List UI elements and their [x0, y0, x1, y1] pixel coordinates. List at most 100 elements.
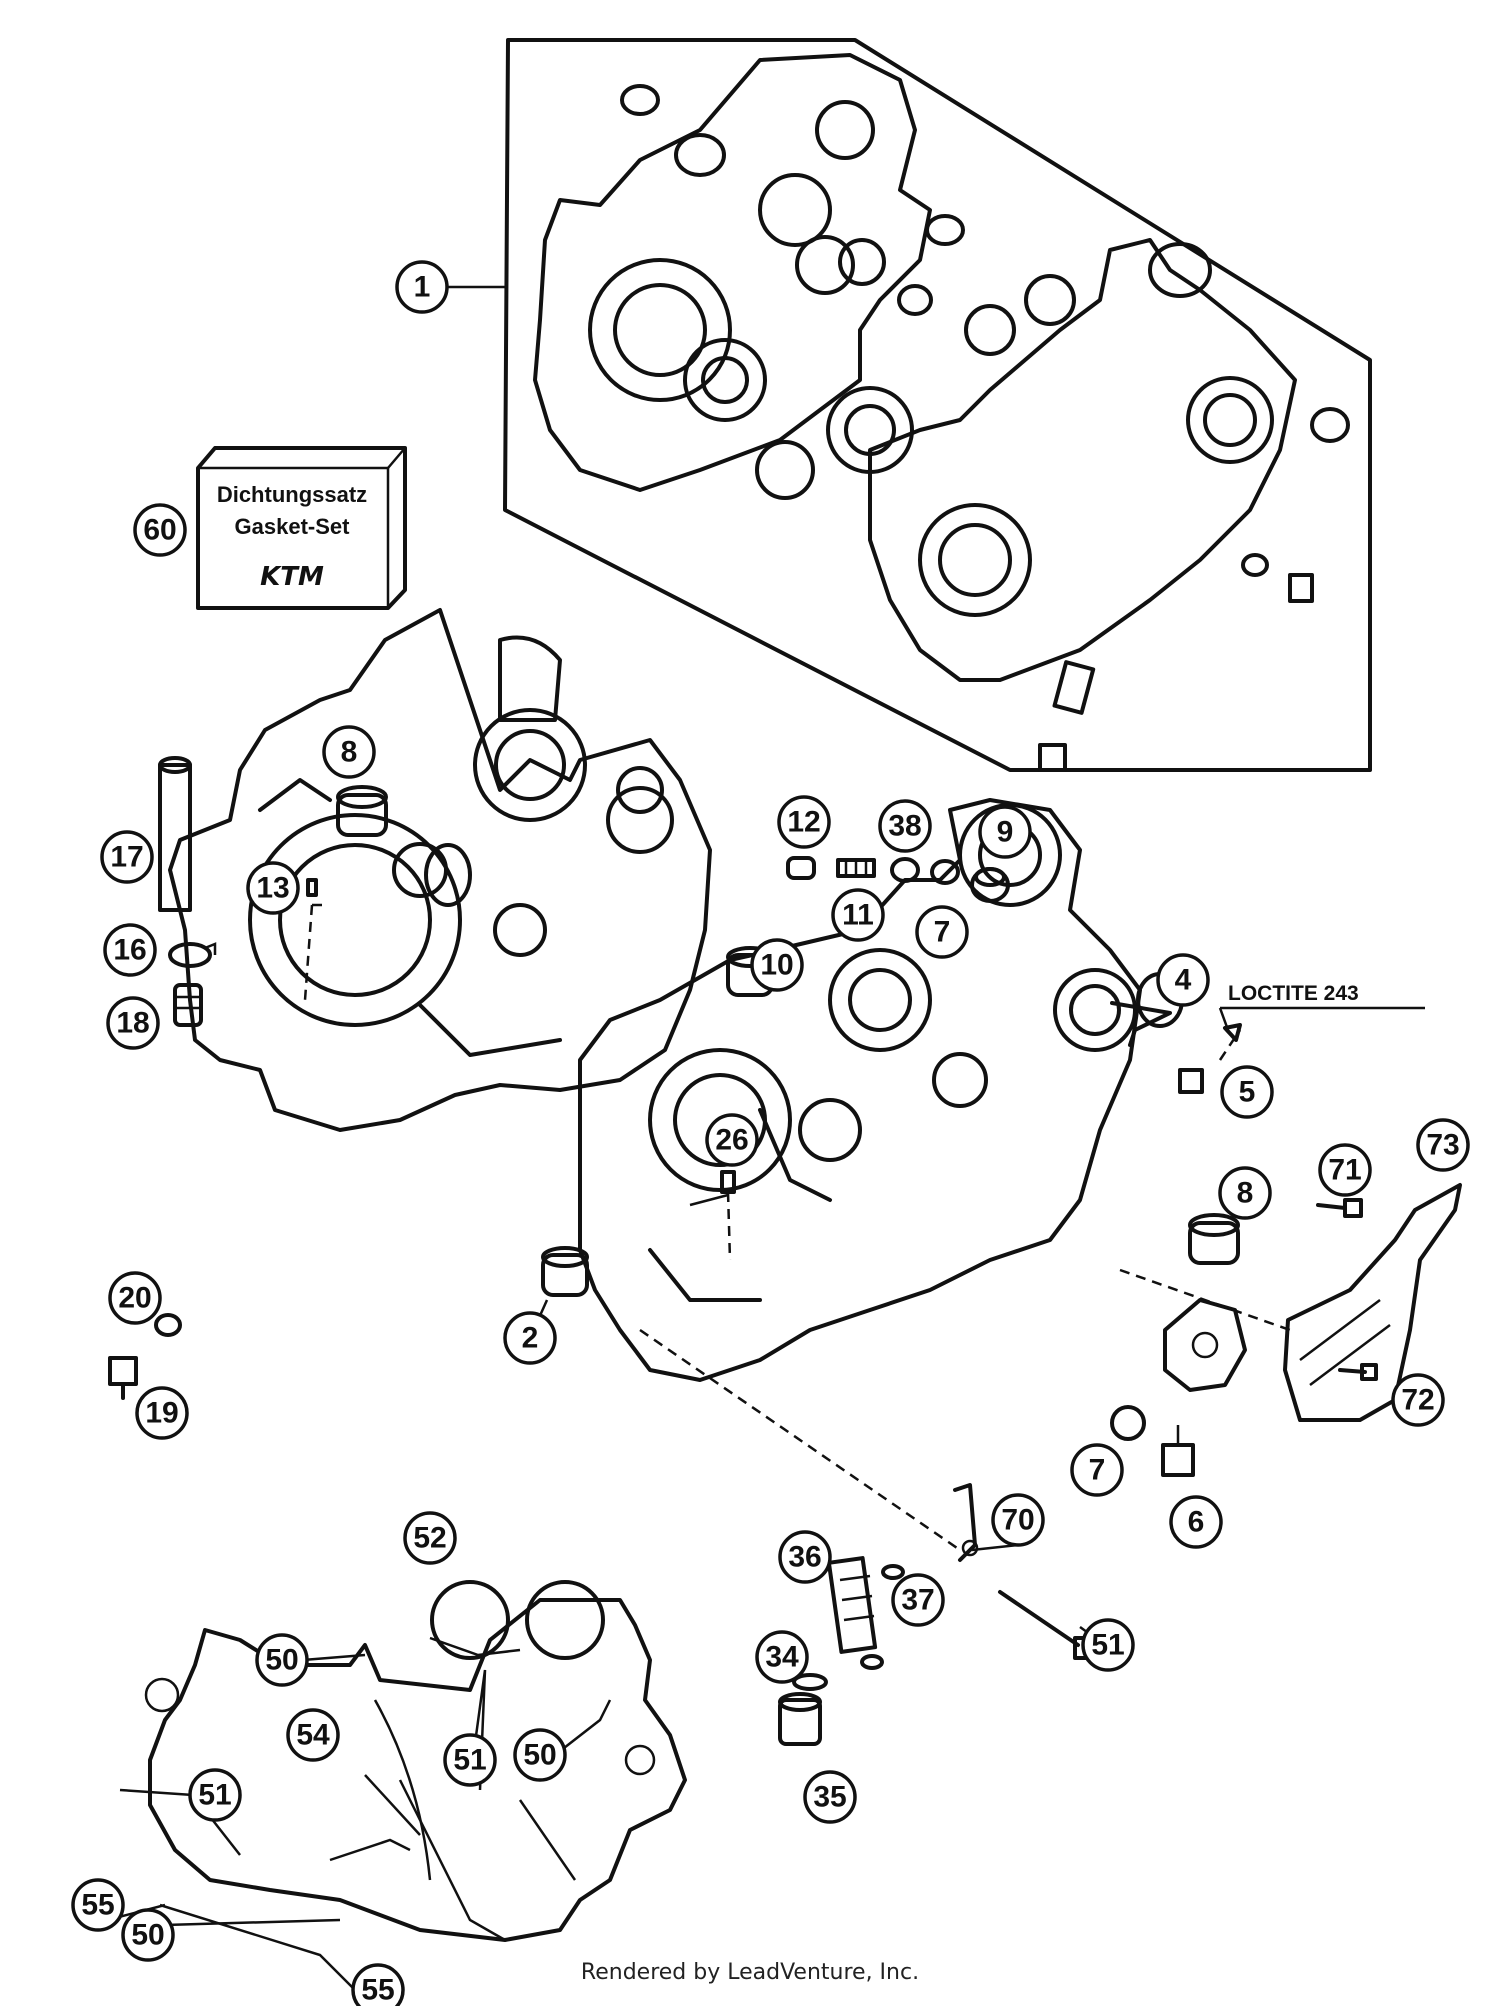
- svg-text:50: 50: [523, 1739, 556, 1772]
- svg-text:38: 38: [888, 810, 921, 843]
- tube-part-17: [158, 756, 192, 912]
- crankcase-assembly-frame: [503, 38, 1372, 772]
- svg-text:50: 50: [265, 1644, 298, 1677]
- callout-16: 16: [103, 923, 157, 977]
- callout-34: 34: [755, 1630, 809, 1684]
- bracket-part-70: [953, 1483, 979, 1562]
- svg-text:52: 52: [413, 1522, 446, 1555]
- callout-5: 5: [1220, 1065, 1274, 1119]
- callout-11: 11: [831, 888, 885, 942]
- svg-text:1: 1: [414, 271, 431, 304]
- callout-13: 13: [246, 861, 300, 915]
- loctite-note: LOCTITE 243: [1218, 982, 1425, 1031]
- svg-text:7: 7: [1089, 1454, 1106, 1487]
- callout-38: 38: [878, 799, 932, 853]
- left-case-half: [168, 608, 712, 1132]
- footer-credit: Rendered by LeadVenture, Inc.: [580, 1960, 920, 1985]
- svg-text:2: 2: [522, 1322, 539, 1355]
- callout-19: 19: [135, 1386, 189, 1440]
- callout-50a: 50: [255, 1633, 309, 1687]
- top-right-case-half: [755, 238, 1350, 772]
- right-case-half: [578, 798, 1184, 1382]
- svg-text:50: 50: [131, 1919, 164, 1952]
- plug-part-6: [1161, 1425, 1195, 1477]
- callout-54: 54: [286, 1708, 340, 1762]
- clamp-part-16: [168, 942, 217, 968]
- callout-6: 6: [1169, 1495, 1223, 1549]
- svg-text:18: 18: [116, 1007, 149, 1040]
- svg-text:26: 26: [715, 1124, 748, 1157]
- bolt-part-51: [998, 1590, 1097, 1660]
- callout-12: 12: [777, 795, 831, 849]
- callout-10: 10: [750, 938, 804, 992]
- callout-50c: 50: [121, 1908, 175, 1962]
- callout-36: 36: [778, 1530, 832, 1584]
- svg-text:10: 10: [760, 949, 793, 982]
- svg-text:55: 55: [361, 1974, 394, 2006]
- callout-7b: 7: [1070, 1443, 1124, 1497]
- callout-52: 52: [403, 1511, 457, 1565]
- pin-part-26: [720, 1170, 736, 1261]
- svg-text:60: 60: [143, 514, 176, 547]
- svg-text:13: 13: [256, 872, 289, 905]
- callout-17: 17: [100, 830, 154, 884]
- oring-part-34: [792, 1673, 828, 1691]
- svg-text:20: 20: [118, 1282, 151, 1315]
- gasket-box-line2: Gasket-Set: [235, 514, 351, 539]
- callouts: 1 2 4 5 6 7 7 8 8 9 10 11 12 13 16 17 18…: [71, 260, 1470, 2006]
- spring-row-parts: [786, 856, 1010, 903]
- top-left-case-half: [533, 53, 965, 492]
- svg-text:35: 35: [813, 1781, 846, 1814]
- svg-text:16: 16: [113, 934, 146, 967]
- ktm-logo: KTM: [260, 562, 324, 592]
- bolt-part-19: [108, 1356, 138, 1400]
- callout-18: 18: [106, 996, 160, 1050]
- leader-lines: [114, 285, 1099, 1991]
- svg-text:73: 73: [1426, 1129, 1459, 1162]
- screw-part-72: [1338, 1363, 1378, 1381]
- callout-51c: 51: [1081, 1618, 1135, 1672]
- screw-part-71: [1316, 1198, 1363, 1218]
- callout-35: 35: [803, 1770, 857, 1824]
- svg-text:17: 17: [110, 841, 143, 874]
- callout-55a: 55: [71, 1878, 125, 1932]
- svg-text:7: 7: [934, 916, 951, 949]
- crankcase-gasket: [144, 1580, 687, 1942]
- svg-text:55: 55: [81, 1889, 114, 1922]
- callout-37: 37: [891, 1573, 945, 1627]
- svg-text:6: 6: [1188, 1506, 1205, 1539]
- callout-51a: 51: [188, 1768, 242, 1822]
- pin-part-4: [1110, 1001, 1172, 1047]
- callout-26: 26: [705, 1113, 759, 1167]
- callout-8b: 8: [1218, 1166, 1272, 1220]
- bushing-part-8b: [1188, 1213, 1240, 1265]
- callout-1: 1: [395, 260, 449, 314]
- cover-plate-73: [1283, 1183, 1462, 1422]
- screw-part-5: [1178, 1023, 1242, 1094]
- callout-71: 71: [1318, 1143, 1372, 1197]
- svg-text:12: 12: [787, 806, 820, 839]
- svg-text:8: 8: [341, 736, 358, 769]
- svg-text:4: 4: [1175, 964, 1192, 997]
- callout-55b: 55: [351, 1963, 405, 2006]
- seal-part-7b: [1110, 1405, 1146, 1441]
- gasket-box-line1: Dichtungssatz: [217, 482, 367, 507]
- svg-text:11: 11: [842, 899, 874, 932]
- bushing-part-2: [541, 1246, 589, 1297]
- callout-8a: 8: [322, 725, 376, 779]
- callout-50b: 50: [513, 1728, 567, 1782]
- svg-text:34: 34: [765, 1641, 799, 1674]
- callout-73: 73: [1416, 1118, 1470, 1172]
- svg-text:70: 70: [1001, 1504, 1034, 1537]
- callout-7a: 7: [915, 905, 969, 959]
- svg-text:72: 72: [1401, 1384, 1434, 1417]
- svg-text:36: 36: [788, 1541, 821, 1574]
- callout-9: 9: [978, 805, 1032, 859]
- filter-part-36: [826, 1556, 878, 1654]
- bushing-part-8a: [336, 785, 388, 837]
- callout-4: 4: [1156, 953, 1210, 1007]
- svg-text:51: 51: [1091, 1629, 1124, 1662]
- pump-housing: [1163, 1298, 1247, 1392]
- svg-text:5: 5: [1239, 1076, 1256, 1109]
